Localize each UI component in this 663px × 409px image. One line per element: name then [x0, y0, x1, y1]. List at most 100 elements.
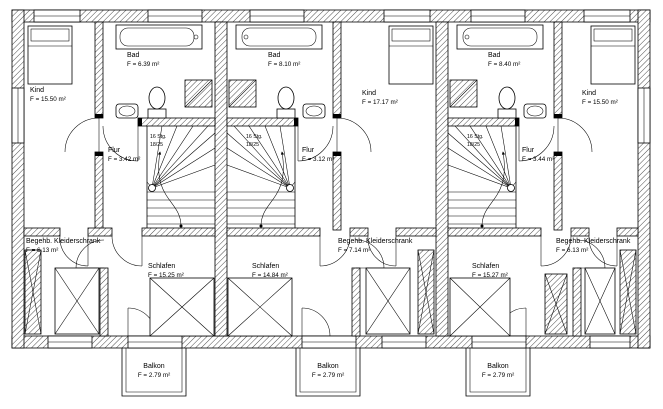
- window: [583, 9, 631, 23]
- room-label: Schlafen: [252, 263, 279, 270]
- bed: [449, 277, 511, 337]
- room-label: Flur: [522, 147, 535, 154]
- room-area: F = 3.42 m²: [108, 156, 140, 163]
- door-swing: [588, 235, 618, 267]
- window: [637, 87, 651, 144]
- toilet: [147, 86, 167, 119]
- washbasin: [523, 103, 547, 119]
- window: [383, 9, 431, 23]
- room-area: F = 2.79 m²: [138, 372, 170, 379]
- door-swing: [336, 117, 372, 153]
- toilet: [497, 86, 517, 119]
- window: [147, 9, 203, 23]
- door-swing: [557, 117, 593, 153]
- room-area: F = 15.50 m²: [582, 99, 618, 106]
- wardrobe: [365, 267, 411, 335]
- room-label: Bad: [488, 52, 501, 59]
- party-walls: [214, 21, 449, 337]
- bed: [590, 25, 636, 85]
- stair-note: 16 Stg.: [467, 134, 483, 140]
- window: [33, 9, 81, 23]
- door-swing: [102, 125, 139, 162]
- stair-note: 18/25: [150, 142, 163, 148]
- wardrobe: [417, 249, 435, 335]
- bathtub: [235, 24, 323, 50]
- bed: [388, 25, 434, 85]
- bed: [227, 277, 293, 337]
- wardrobe: [24, 249, 42, 335]
- window: [381, 335, 427, 349]
- unit-2: Kind F = 17.17 m² Bad F = 8.10 m² Flur F…: [226, 21, 437, 337]
- stairs: [146, 125, 216, 228]
- room-area: F = 15.25 m²: [148, 272, 184, 279]
- room-area: F = 6.39 m²: [127, 61, 159, 68]
- wardrobe: [619, 249, 637, 335]
- door-swing: [367, 235, 397, 267]
- door-swing: [319, 235, 351, 267]
- window: [249, 9, 305, 23]
- room-labels: Kind F = 15.50 m² Bad F = 8.40 m² Flur F…: [467, 52, 631, 279]
- room-label: Balkon: [143, 363, 165, 370]
- room-label: Begehb. Kleiderschrank: [556, 238, 631, 245]
- door-swing: [540, 235, 572, 267]
- room-area: F = 2.79 m²: [312, 372, 344, 379]
- room-area: F = 17.17 m²: [362, 99, 398, 106]
- bathtub: [115, 24, 203, 50]
- door-swing: [64, 117, 100, 153]
- room-area: F = 3.44 m²: [522, 156, 554, 163]
- unit-1: Kind F = 15.50 m² Bad F = 6.39 m² Flur F…: [23, 21, 216, 337]
- room-area: F = 6.13 m²: [556, 247, 588, 254]
- door-swing: [518, 125, 555, 162]
- wardrobe: [544, 273, 568, 335]
- stairs: [226, 125, 296, 228]
- stair-note: 18/25: [467, 142, 480, 148]
- room-label: Kind: [582, 90, 596, 97]
- window: [11, 87, 25, 144]
- interior-walls: [23, 21, 216, 337]
- room-label: Kind: [362, 90, 376, 97]
- room-area: F = 15.50 m²: [30, 96, 66, 103]
- unit-3: Kind F = 15.50 m² Bad F = 8.40 m² Flur F…: [447, 21, 639, 337]
- room-area: F = 2.79 m²: [482, 372, 514, 379]
- room-label: Flur: [108, 147, 121, 154]
- bed: [149, 277, 215, 337]
- stair-note: 16 Stg.: [246, 134, 262, 140]
- room-area: F = 15.27 m²: [472, 272, 508, 279]
- room-area: F = 3.12 m²: [302, 156, 334, 163]
- window: [589, 335, 631, 349]
- room-area: F = 6.13 m²: [26, 247, 58, 254]
- shower: [228, 79, 257, 108]
- windows: [11, 9, 651, 349]
- wardrobe: [54, 267, 100, 335]
- stair-note: 18/25: [246, 142, 259, 148]
- balconies: Balkon F = 2.79 m² Balkon F = 2.79 m² Ba…: [121, 348, 531, 397]
- room-label: Schlafen: [148, 263, 175, 270]
- room-label: Begehb. Kleiderschrank: [338, 238, 413, 245]
- room-label: Schlafen: [472, 263, 499, 270]
- room-label: Balkon: [487, 363, 509, 370]
- window: [47, 335, 93, 349]
- shower: [184, 79, 213, 108]
- room-labels: Kind F = 15.50 m² Bad F = 6.39 m² Flur F…: [26, 52, 184, 279]
- bathtub: [456, 24, 544, 50]
- room-label: Bad: [127, 52, 140, 59]
- room-label: Flur: [302, 147, 315, 154]
- balcony: Balkon F = 2.79 m²: [121, 348, 187, 397]
- balcony-door-opening: [471, 335, 527, 349]
- balcony-door-opening: [127, 335, 183, 349]
- room-area: F = 8.10 m²: [268, 61, 300, 68]
- washbasin: [302, 103, 326, 119]
- wardrobe: [584, 267, 616, 335]
- room-labels: Kind F = 17.17 m² Bad F = 8.10 m² Flur F…: [246, 52, 413, 279]
- stair-note: 16 Stg.: [150, 134, 166, 140]
- room-area: F = 14.84 m²: [252, 272, 288, 279]
- room-label: Bad: [268, 52, 281, 59]
- balcony: Balkon F = 2.79 m²: [295, 348, 361, 397]
- door-swing: [59, 235, 89, 267]
- room-area: F = 8.40 m²: [488, 61, 520, 68]
- washbasin: [115, 103, 139, 119]
- room-label: Balkon: [317, 363, 339, 370]
- room-area: F = 7.14 m²: [338, 247, 370, 254]
